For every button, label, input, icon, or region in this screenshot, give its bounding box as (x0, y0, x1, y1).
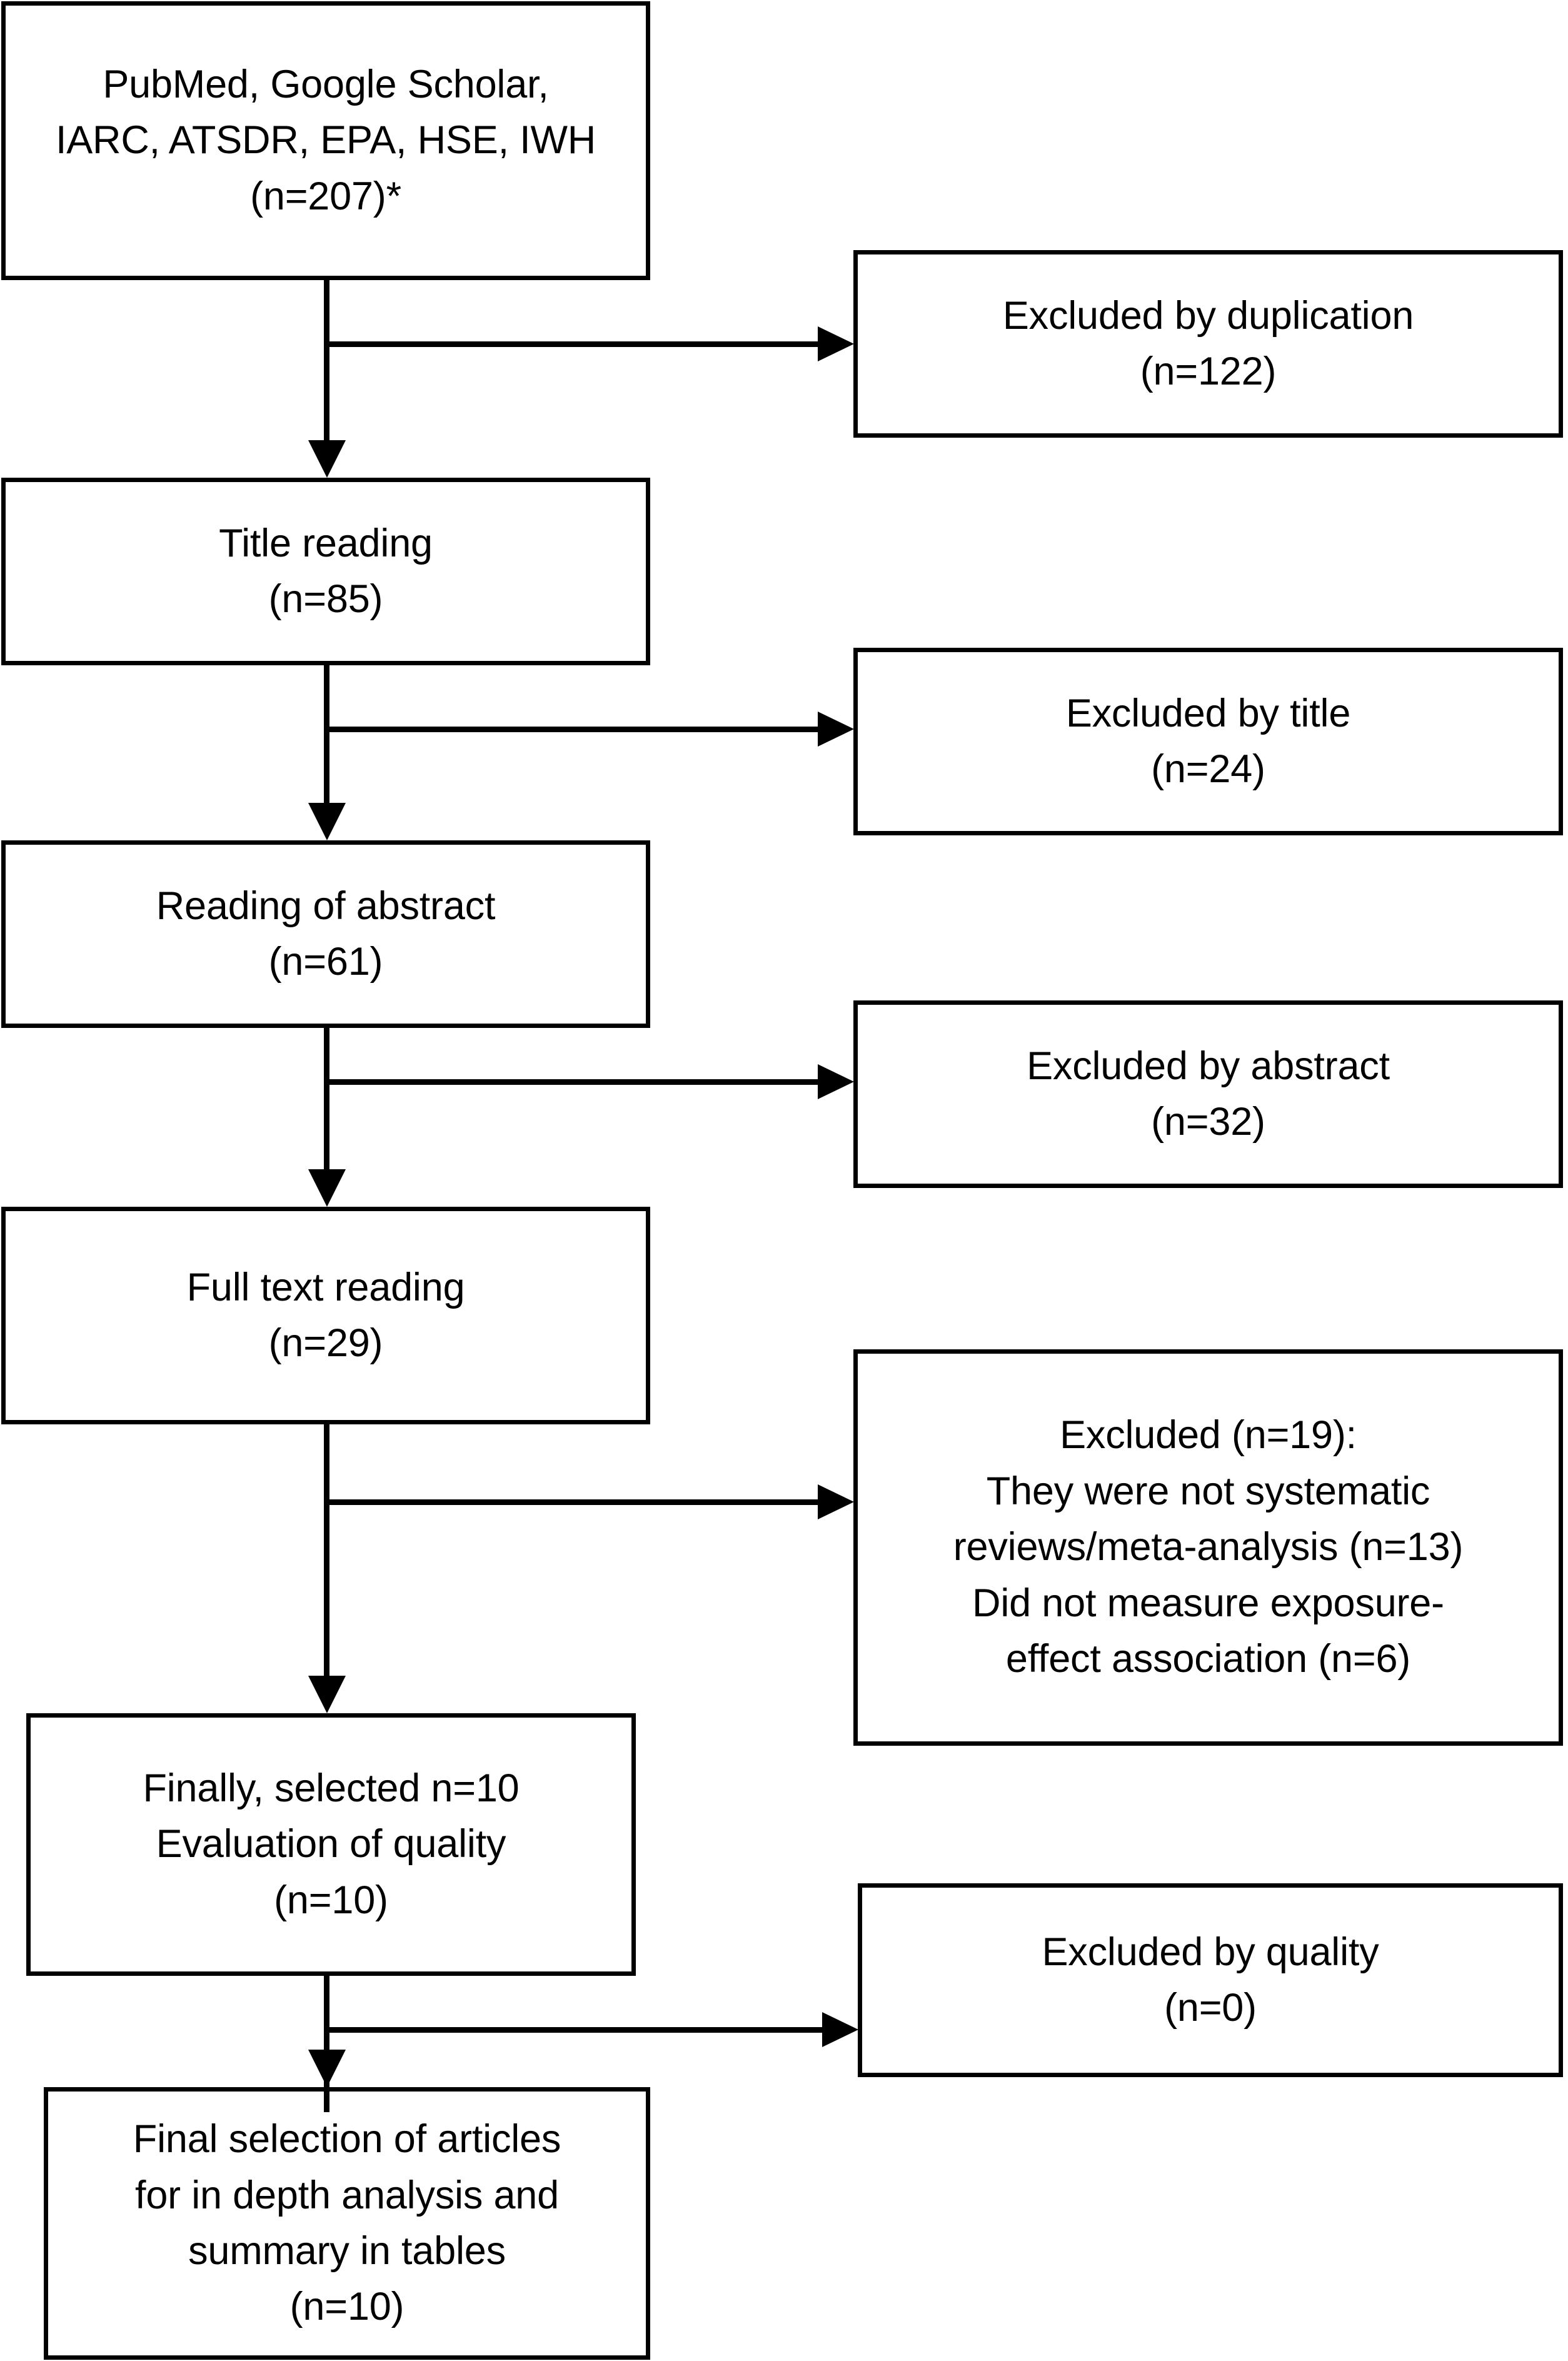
connector-fulltext-to-excluded-fulltext (324, 1499, 818, 1505)
node-excluded-abstract: Excluded by abstract (n=32) (853, 1000, 1563, 1188)
connector-title-to-excluded-title (324, 727, 818, 732)
connector-fulltext-to-selected (324, 1424, 329, 1676)
node-sources-line-1: PubMed, Google Scholar, (103, 62, 549, 106)
arrowhead-sources-to-excluded-duplication (818, 326, 854, 361)
node-abstract-reading: Reading of abstract (n=61) (1, 840, 650, 1028)
node-fulltext-reading-line-2: (n=29) (268, 1321, 383, 1365)
connector-title-to-abstract (324, 665, 329, 803)
node-excluded-quality: Excluded by quality (n=0) (858, 1883, 1563, 2077)
node-final-selection-line-4: (n=10) (289, 2285, 405, 2329)
node-excluded-quality-line-2: (n=0) (1164, 1986, 1257, 2030)
connector-abstract-to-excluded-abstract (324, 1079, 818, 1085)
node-title-reading-line-2: (n=85) (268, 577, 383, 621)
node-excluded-title-line-1: Excluded by title (1065, 691, 1351, 735)
arrowhead-title-to-excluded-title (818, 712, 854, 747)
node-sources-line-2: IARC, ATSDR, EPA, HSE, IWH (55, 118, 596, 163)
node-excluded-title: Excluded by title (n=24) (853, 648, 1563, 835)
node-excluded-abstract-line-2: (n=32) (1151, 1100, 1265, 1144)
arrowhead-selected-to-excluded-quality (822, 2012, 858, 2047)
node-abstract-reading-line-2: (n=61) (268, 940, 383, 984)
node-fulltext-reading-line-1: Full text reading (186, 1265, 465, 1309)
node-title-reading: Title reading (n=85) (1, 478, 650, 665)
connector-selected-to-final-lower (324, 1976, 329, 2112)
node-excluded-fulltext-line-2: They were not systematic (986, 1469, 1430, 1513)
connector-sources-to-excluded-duplication (324, 341, 818, 347)
node-abstract-reading-line-1: Reading of abstract (156, 883, 496, 928)
node-final-selection-line-3: summary in tables (188, 2229, 506, 2273)
node-selected-quality-line-2: Evaluation of quality (156, 1822, 506, 1866)
node-sources: PubMed, Google Scholar, IARC, ATSDR, EPA… (1, 1, 650, 280)
arrowhead-abstract-to-excluded-abstract (818, 1064, 854, 1099)
arrowhead-selected-to-final (308, 2050, 346, 2087)
connector-selected-to-excluded-quality (324, 2027, 822, 2033)
node-excluded-duplication: Excluded by duplication (n=122) (853, 250, 1563, 438)
node-excluded-duplication-line-1: Excluded by duplication (1002, 293, 1414, 338)
arrowhead-sources-to-title (308, 440, 346, 478)
node-fulltext-reading: Full text reading (n=29) (1, 1207, 650, 1424)
node-final-selection: Final selection of articles for in depth… (44, 2087, 650, 2360)
node-excluded-fulltext-line-4: Did not measure exposure- (972, 1581, 1444, 1625)
node-selected-quality: Finally, selected n=10 Evaluation of qua… (26, 1713, 636, 1976)
node-final-selection-line-1: Final selection of articles (133, 2117, 561, 2162)
node-excluded-quality-line-1: Excluded by quality (1042, 1930, 1379, 1974)
node-selected-quality-line-1: Finally, selected n=10 (143, 1766, 520, 1810)
node-selected-quality-line-3: (n=10) (274, 1878, 388, 1922)
arrowhead-fulltext-to-selected (308, 1676, 346, 1713)
node-excluded-title-line-2: (n=24) (1151, 747, 1265, 791)
node-excluded-abstract-line-1: Excluded by abstract (1027, 1044, 1390, 1088)
arrowhead-abstract-to-fulltext (308, 1169, 346, 1207)
node-excluded-fulltext-line-5: effect association (n=6) (1005, 1637, 1411, 1681)
node-final-selection-line-2: for in depth analysis and (135, 2173, 559, 2217)
arrowhead-fulltext-to-excluded-fulltext (818, 1484, 854, 1519)
connector-sources-to-title (324, 280, 329, 440)
node-excluded-fulltext-line-3: reviews/meta-analysis (n=13) (953, 1525, 1464, 1569)
arrowhead-title-to-abstract (308, 803, 346, 840)
connector-abstract-to-fulltext (324, 1028, 329, 1169)
node-excluded-duplication-line-2: (n=122) (1140, 350, 1277, 393)
node-sources-line-3: (n=207)* (250, 174, 401, 218)
node-excluded-fulltext: Excluded (n=19): They were not systemati… (853, 1349, 1563, 1746)
node-title-reading-line-1: Title reading (219, 521, 433, 565)
node-excluded-fulltext-line-1: Excluded (n=19): (1060, 1413, 1357, 1457)
